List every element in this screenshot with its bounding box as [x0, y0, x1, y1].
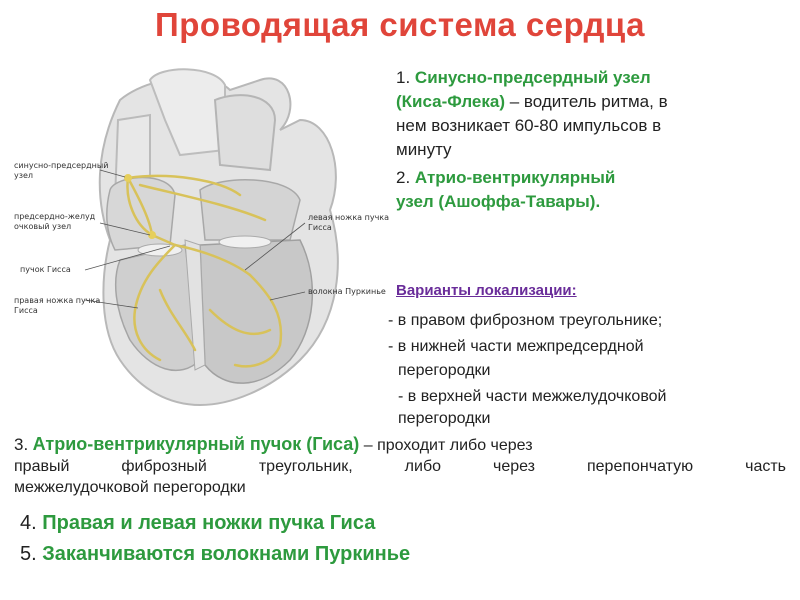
left-atrium	[200, 180, 300, 240]
item3-block: 3. Атрио-вентрикулярный пучок (Гиса) – п…	[14, 434, 786, 498]
label-left-branch: левая ножка пучка Гисса	[308, 213, 389, 233]
item-number: 1.	[396, 68, 410, 87]
item4: 4. Правая и левая ножки пучка Гиса	[20, 512, 375, 535]
right-atrium	[107, 178, 175, 251]
label-line: узел	[14, 171, 108, 181]
item1-desc: – водитель ритма, в	[505, 92, 668, 111]
item1-name: Синусно-предсердный узел	[415, 68, 651, 87]
label-line: Гисса	[308, 223, 389, 233]
variant-item: - в правом фиброзном треугольнике;	[388, 310, 662, 332]
label-line: Гисса	[14, 306, 100, 316]
items-1-2: 1. Синусно-предсердный узел (Киса-Флека)…	[396, 66, 786, 214]
label-his-bundle: пучок Гисса	[20, 265, 71, 275]
variants-title: Варианты локализации:	[396, 282, 577, 299]
label-av-node: предсердно-желуд очковый узел	[14, 212, 95, 232]
item1-line1: 1. Синусно-предсердный узел	[396, 66, 786, 90]
heart-conduction-diagram	[0, 60, 390, 420]
page-title: Проводящая система сердца	[0, 6, 800, 44]
item2-line1: 2. Атрио-вентрикулярный	[396, 166, 786, 190]
item1-name-alt: (Киса-Флека)	[396, 92, 505, 111]
item3-desc-line: правый фиброзный треугольник, либо через…	[14, 456, 786, 477]
item3-desc: – проходит либо через	[359, 437, 532, 454]
pulmonary-artery	[215, 95, 275, 170]
label-purkinje: волокна Пуркинье	[308, 287, 386, 297]
variant-item: - в верхней части межжелудочковой	[398, 386, 666, 408]
item3-name: Атрио-вентрикулярный пучок (Гиса)	[33, 434, 360, 454]
item1-line2: (Киса-Флека) – водитель ритма, в	[396, 90, 786, 114]
label-line: синусно-предсердный	[14, 161, 108, 171]
item1-desc-line: минуту	[396, 138, 786, 162]
item2-name-alt: узел (Ашоффа-Тавары).	[396, 190, 786, 214]
item3-line1: 3. Атрио-вентрикулярный пучок (Гиса) – п…	[14, 434, 786, 456]
item-number: 3.	[14, 435, 28, 454]
valve	[219, 236, 271, 248]
item5-text: Заканчиваются волокнами Пуркинье	[42, 543, 410, 565]
label-line: правая ножка пучка	[14, 296, 100, 306]
item-number: 2.	[396, 168, 410, 187]
label-right-branch: правая ножка пучка Гисса	[14, 296, 100, 316]
variant-item: перегородки	[398, 360, 490, 382]
variant-item: перегородки	[398, 408, 490, 430]
sa-node	[124, 174, 132, 182]
item5: 5. Заканчиваются волокнами Пуркинье	[20, 543, 410, 566]
label-line: предсердно-желуд	[14, 212, 95, 222]
item2-name: Атрио-вентрикулярный	[415, 168, 615, 187]
item4-text: Правая и левая ножки пучка Гиса	[42, 512, 375, 534]
label-line: левая ножка пучка	[308, 213, 389, 223]
item-number: 4.	[20, 512, 37, 534]
item3-desc-line: межжелудочковой перегородки	[14, 477, 786, 498]
label-line: очковый узел	[14, 222, 95, 232]
label-sa-node: синусно-предсердный узел	[14, 161, 108, 181]
item-number: 5.	[20, 543, 37, 565]
item1-desc-line: нем возникает 60-80 импульсов в	[396, 114, 786, 138]
variant-item: - в нижней части межпредсердной	[388, 336, 644, 358]
